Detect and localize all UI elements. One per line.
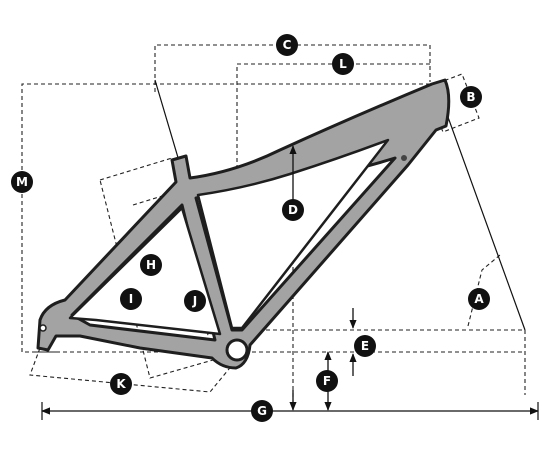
badge-k: K bbox=[110, 373, 132, 395]
guide-a bbox=[467, 254, 501, 327]
badge-a: A bbox=[468, 288, 490, 310]
cable-stop bbox=[401, 155, 407, 161]
badge-d-label: D bbox=[288, 203, 298, 217]
badge-m: M bbox=[11, 171, 33, 193]
badge-j-label: J bbox=[192, 294, 197, 308]
badge-h-label: H bbox=[146, 258, 156, 272]
badge-i-label: I bbox=[129, 292, 133, 306]
badge-a-label: A bbox=[474, 292, 484, 306]
badge-l-label: L bbox=[339, 57, 347, 71]
front-triangle-void bbox=[196, 138, 390, 330]
badge-c-label: C bbox=[283, 38, 292, 52]
badge-e: E bbox=[354, 335, 376, 357]
badge-j: J bbox=[184, 290, 206, 312]
badge-d: D bbox=[282, 199, 304, 221]
guide-m bbox=[21, 83, 430, 353]
badge-c: C bbox=[276, 34, 298, 56]
bottom-bracket bbox=[225, 338, 249, 362]
badge-l: L bbox=[332, 53, 354, 75]
head-axis-line bbox=[439, 94, 526, 331]
badge-b-label: B bbox=[466, 90, 475, 104]
guide-l bbox=[236, 63, 430, 330]
badge-g: G bbox=[251, 400, 273, 422]
badge-i: I bbox=[120, 288, 142, 310]
badge-g-label: G bbox=[257, 404, 267, 418]
badge-b: B bbox=[460, 86, 482, 108]
badge-e-label: E bbox=[361, 339, 369, 353]
badge-f-label: F bbox=[323, 374, 331, 388]
badge-k-label: K bbox=[116, 377, 126, 391]
bike-frame bbox=[36, 78, 451, 370]
badge-h: H bbox=[140, 254, 162, 276]
badge-f: F bbox=[316, 370, 338, 392]
badge-m-label: M bbox=[16, 175, 28, 189]
dropout-eye bbox=[39, 324, 47, 332]
